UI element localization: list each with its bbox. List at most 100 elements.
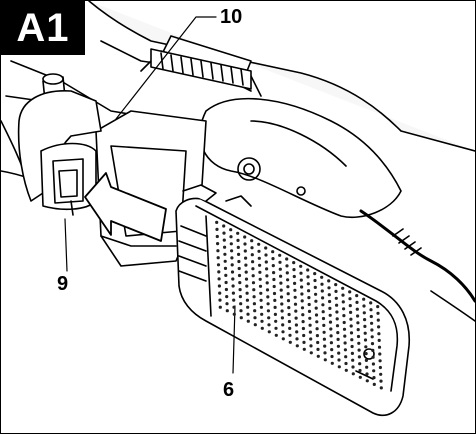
grille-hole <box>370 328 374 332</box>
grille-hole <box>236 238 240 242</box>
grille-hole <box>216 263 221 267</box>
grille-hole <box>229 235 233 239</box>
grille-hole <box>376 305 380 309</box>
grille-hole <box>293 295 297 299</box>
grille-hole <box>267 323 271 327</box>
grille-hole <box>245 298 249 302</box>
grille-hole <box>355 300 359 304</box>
grille-hole <box>372 376 376 380</box>
grille-hole <box>295 337 299 341</box>
grille-hole <box>301 326 305 331</box>
grille-hole <box>301 313 305 317</box>
grille-hole <box>237 273 242 278</box>
grille-hole <box>300 299 304 303</box>
grille-hole <box>236 231 240 235</box>
grille-hole <box>335 303 339 307</box>
grille-hole <box>271 250 275 254</box>
grille-hole <box>279 288 283 292</box>
grille-hole <box>288 333 292 337</box>
grille-hole <box>321 310 325 314</box>
grille-hole <box>253 316 257 320</box>
grille-hole <box>320 275 324 279</box>
grille-hole <box>323 358 327 362</box>
grille-hole <box>293 288 297 292</box>
grille-hole <box>372 382 376 386</box>
grille-hole <box>379 379 383 383</box>
grille-hole <box>302 340 306 344</box>
grille-hole <box>271 264 275 268</box>
grille-hole <box>329 341 333 345</box>
grille-hole <box>314 299 318 303</box>
grille-hole <box>362 297 366 301</box>
grille-hole <box>336 344 340 348</box>
grille-hole <box>223 252 227 256</box>
grille-hole <box>252 288 256 292</box>
grille-hole <box>313 285 317 289</box>
grille-hole <box>365 379 369 383</box>
grille-hole <box>356 314 360 318</box>
grille-hole <box>257 256 261 260</box>
grille-hole <box>274 319 278 323</box>
grille-hole <box>258 284 263 288</box>
grille-hole <box>376 311 380 315</box>
grille-hole <box>266 309 270 313</box>
grille-hole <box>363 331 367 335</box>
grille-hole <box>379 372 383 376</box>
grille-hole <box>278 253 282 257</box>
grille-hole <box>364 352 368 356</box>
grille-hole <box>245 284 249 288</box>
grille-hole <box>294 316 298 320</box>
grille-hole <box>299 278 303 282</box>
grille-hole <box>308 323 312 327</box>
grille-hole <box>231 277 235 281</box>
grille-hole <box>273 312 277 316</box>
grille-hole <box>223 266 228 270</box>
grille-hole <box>230 249 234 253</box>
grille-hole <box>342 307 346 311</box>
grille-hole <box>224 280 228 285</box>
grille-hole <box>215 220 219 224</box>
grille-hole <box>351 372 355 376</box>
grille-hole <box>355 307 359 311</box>
grille-hole <box>349 324 353 328</box>
grille-hole <box>279 274 283 278</box>
grille-hole <box>252 302 256 306</box>
rear-handle <box>199 97 402 218</box>
grille-hole <box>357 341 361 345</box>
grille-hole <box>231 284 235 288</box>
grille-hole <box>323 344 327 348</box>
grille-hole <box>328 306 332 310</box>
grille-hole <box>229 242 233 246</box>
grille-hole <box>301 320 305 324</box>
grille-hole <box>313 272 317 276</box>
grille-hole <box>271 257 275 261</box>
grille-hole <box>351 358 355 362</box>
grille-hole <box>230 263 234 267</box>
grille-hole <box>322 337 326 341</box>
grille-hole <box>225 309 229 313</box>
grille-hole <box>342 314 346 318</box>
grille-hole <box>294 323 298 327</box>
grille-hole <box>230 256 234 260</box>
grille-hole <box>250 253 254 257</box>
grille-hole <box>300 285 304 289</box>
grille-hole <box>307 296 311 300</box>
leader-line-10 <box>115 16 217 120</box>
grille-hole <box>335 317 339 321</box>
grille-hole <box>320 282 324 286</box>
dust-container <box>175 184 411 417</box>
grille-hole <box>356 321 360 325</box>
grille-hole <box>341 300 345 304</box>
grille-hole <box>314 306 318 310</box>
grille-hole <box>216 242 220 246</box>
grille-hole <box>329 327 333 331</box>
grille-hole <box>251 274 255 278</box>
grille-hole <box>362 304 366 308</box>
grille-hole <box>348 290 352 294</box>
grille-hole <box>272 277 276 282</box>
grille-hole <box>378 365 382 370</box>
grille-hole <box>350 351 354 355</box>
grille-hole <box>377 338 381 342</box>
grille-hole <box>265 288 270 292</box>
grille-hole <box>327 286 331 290</box>
